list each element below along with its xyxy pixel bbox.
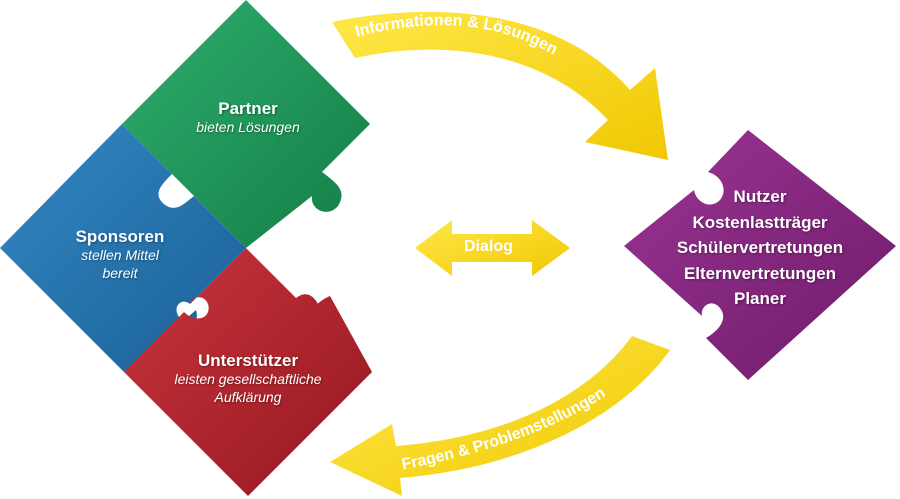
unterstuetzer-subtitle-line2: Aufklärung: [214, 388, 282, 405]
sponsoren-subtitle-line1: stellen Mittel: [81, 247, 159, 264]
top-arrow: [332, 11, 668, 160]
schuelervertretungen-line: Schülervertretungen: [676, 238, 844, 257]
sponsoren-piece: [0, 124, 246, 372]
nutzer-piece: [624, 130, 896, 380]
sponsoren-subtitle-line2: bereit: [102, 264, 138, 281]
sponsoren-title: Sponsoren: [75, 227, 165, 246]
sponsoren-label: Sponsoren stellen Mittel bereit: [40, 226, 200, 282]
unterstuetzer-piece: [124, 248, 372, 496]
unterstuetzer-subtitle-line1: leisten gesellschaftliche: [174, 371, 322, 388]
partner-piece: [122, 0, 370, 248]
nutzer-line: Nutzer: [733, 187, 787, 206]
partner-subtitle: bieten Lösungen: [196, 119, 300, 136]
unterstuetzer-label: Unterstützer leisten gesellschaftliche A…: [148, 350, 348, 406]
partner-title: Partner: [218, 99, 278, 118]
kostenlasttraeger-line: Kostenlastträger: [692, 212, 828, 232]
partner-label: Partner bieten Lösungen: [168, 98, 328, 137]
elternvertretungen-line: Elternvertretungen: [683, 263, 837, 283]
unterstuetzer-title: Unterstützer: [197, 351, 299, 370]
planer-line: Planer: [734, 289, 786, 308]
dialog-label: Dialog: [464, 238, 513, 255]
dialog-arrow: [415, 220, 570, 276]
bottom-arrow: [330, 336, 670, 496]
nutzer-label: Nutzer Kostenlastträger Schülervertretun…: [660, 184, 860, 312]
